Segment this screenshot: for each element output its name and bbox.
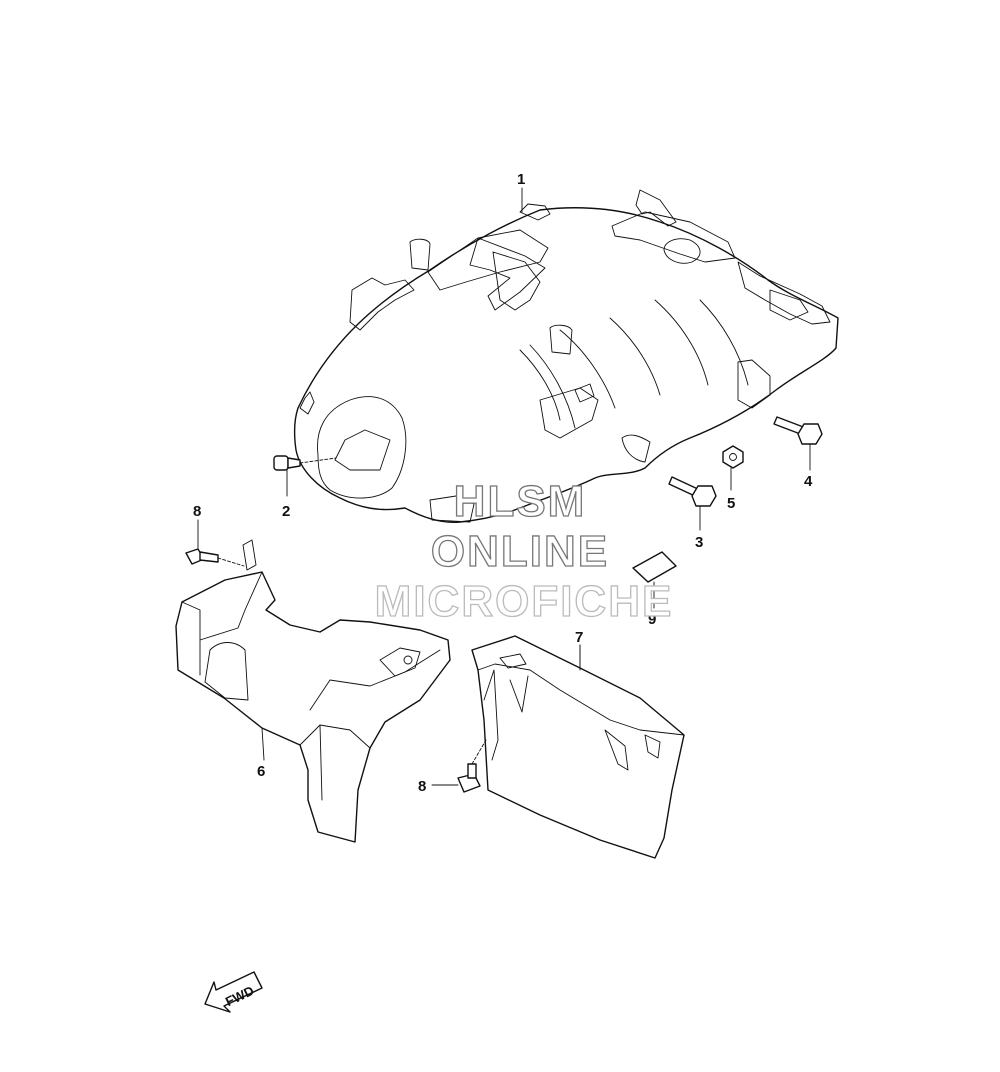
part-5-nut xyxy=(722,445,744,491)
watermark-line-3: MICROFICHE xyxy=(375,577,674,626)
watermark-line-2: ONLINE xyxy=(431,527,609,576)
part-1-inner-fender xyxy=(293,189,839,524)
callout-8-lower: 8 xyxy=(418,778,426,795)
part-6-side-cover xyxy=(175,539,451,843)
callout-8-upper: 8 xyxy=(193,503,201,520)
watermark-line-1: HLSM xyxy=(454,477,587,526)
callout-1: 1 xyxy=(517,171,525,188)
callout-7: 7 xyxy=(575,629,583,646)
fwd-arrow-icon: FWD xyxy=(204,971,263,1013)
part-9-tag xyxy=(632,551,677,609)
callout-leaders xyxy=(521,187,581,671)
callout-labels: 1 2 3 4 5 6 7 8 8 9 xyxy=(193,171,813,795)
callout-3: 3 xyxy=(695,534,703,551)
part-3-bolt xyxy=(668,476,717,531)
callout-4: 4 xyxy=(804,473,813,490)
part-4-bolt xyxy=(773,416,823,471)
part-8-bolt-upper xyxy=(185,519,245,567)
part-8-bolt-lower xyxy=(431,739,487,793)
callout-9: 9 xyxy=(648,611,656,628)
callout-2: 2 xyxy=(282,503,290,520)
watermark: HLSM ONLINE MICROFICHE xyxy=(374,476,674,626)
callout-6: 6 xyxy=(257,763,265,780)
part-7-mud-flap xyxy=(471,635,685,859)
part-2-screw xyxy=(273,455,337,497)
callout-5: 5 xyxy=(727,495,735,512)
